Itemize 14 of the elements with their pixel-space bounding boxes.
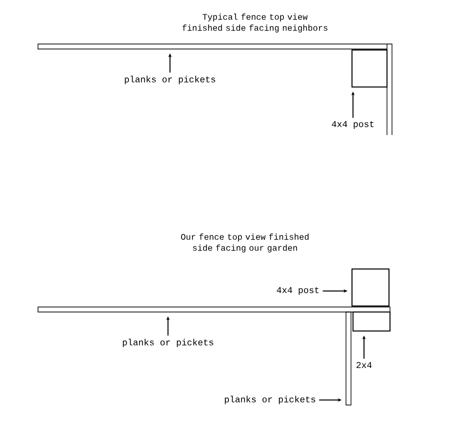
fence-planks — [38, 44, 388, 50]
callout-label: planks or pickets — [124, 76, 216, 84]
heading: Typical fence top view finished side facing neighbors — [182, 14, 328, 32]
fence-planks — [346, 312, 352, 406]
heading: Our fence top view finished side facing our garden — [181, 234, 309, 252]
post-square — [352, 50, 388, 88]
callout-label: planks or pickets — [122, 338, 214, 348]
callout-label: 2x4 — [356, 362, 372, 368]
callout-label: 4x4 post — [332, 121, 374, 129]
post-square — [352, 312, 390, 332]
callout-label: planks or pickets — [224, 396, 316, 404]
fence-planks — [38, 306, 390, 312]
callout-label: 4x4 post — [276, 287, 319, 295]
post-square — [352, 268, 390, 306]
